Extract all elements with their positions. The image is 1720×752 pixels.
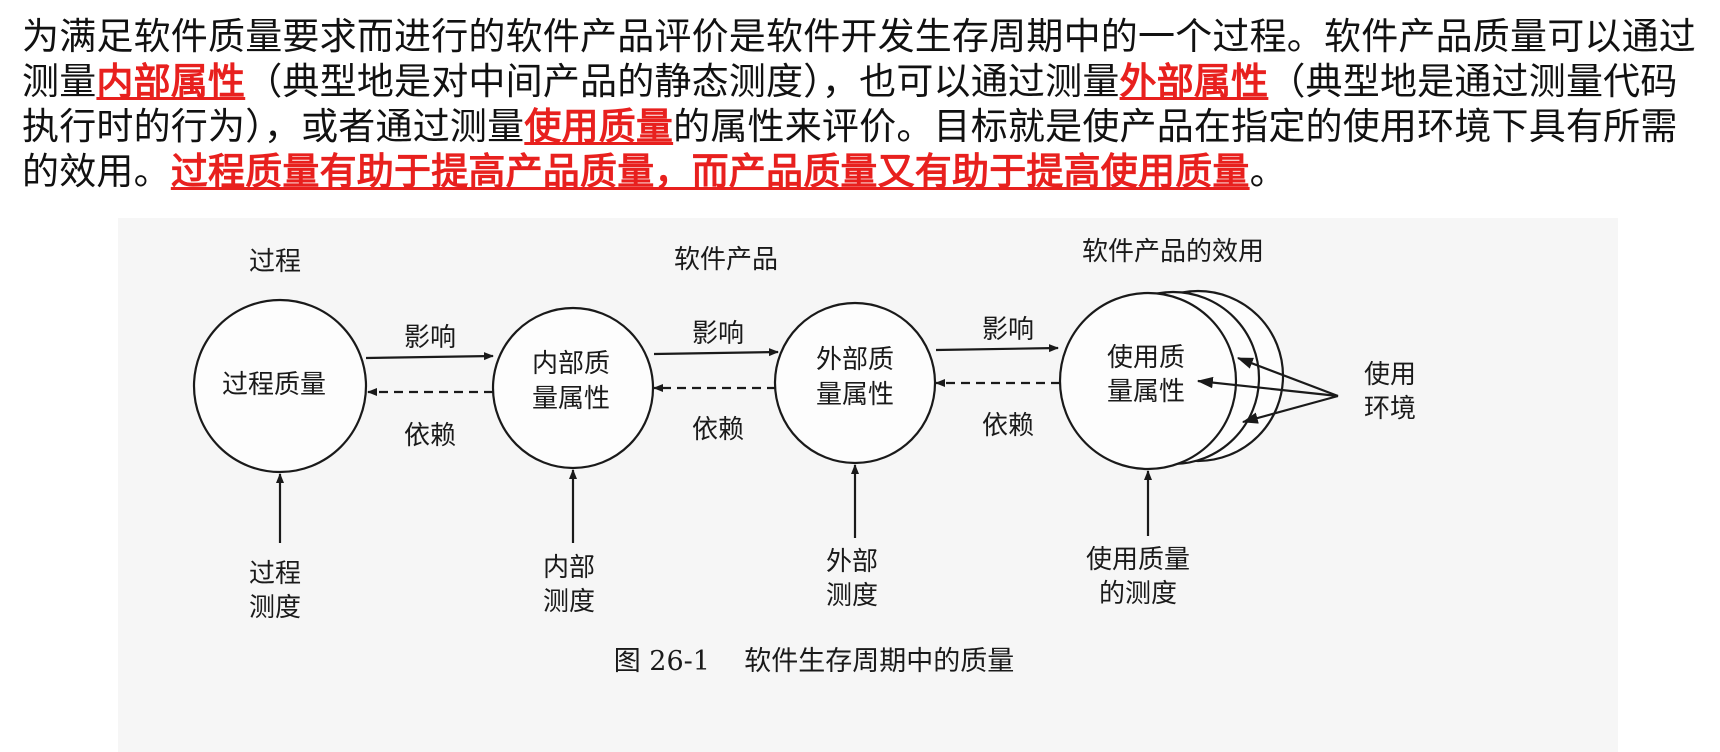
para-text-1: 为满足软件质量要求而进行的软件产品评价是软件开发生存周期中的一个过程。软件产品质… [22,15,1696,103]
quality-diagram: 过程 软件产品 软件产品的效用 过程质量 内部质 量属性 外部质 量属性 使用质… [192,237,1416,677]
node-internal-line2: 量属性 [532,384,610,414]
header-software-product: 软件产品 [674,245,778,275]
node-process-quality: 过程质量 [222,370,326,400]
environment-line2: 环境 [1364,394,1416,424]
influence-arrow-2 [653,348,779,357]
node-external-line2: 量属性 [816,380,894,410]
para-text-2: （典型地是对中间产品的静态测度），也可以通过测量 [245,60,1120,103]
header-product-effect: 软件产品的效用 [1082,237,1264,267]
highlight-external-attributes: 外部属性 [1119,60,1269,103]
highlight-conclusion: 过程质量有助于提高产品质量，而产品质量又有助于提高使用质量 [170,150,1250,193]
node-use-line2: 量属性 [1107,377,1185,407]
use-quality-circle [1058,291,1238,471]
measure-external-line2: 测度 [826,581,878,611]
env-arrow-2 [1196,376,1339,398]
process-quality-circle [192,298,368,474]
para-text-5: 。 [1249,150,1287,193]
header-process: 过程 [249,247,301,277]
measure-process-line2: 测度 [249,593,301,623]
measure-use-line2: 的测度 [1099,579,1177,609]
measure-use-line1: 使用质量 [1086,545,1190,575]
influence-label-2: 影响 [692,319,744,349]
para-text-4: 的属性来评价。目标就是使产品在指定的使用环境下具有所需的效用。 [22,105,1678,193]
influence-label-1: 影响 [404,323,456,353]
highlight-quality-in-use: 使用质量 [524,105,674,148]
quality-lifecycle-figure: 过程 软件产品 软件产品的效用 过程质量 内部质 量属性 外部质 量属性 使用质… [118,218,1618,752]
influence-arrow-1 [365,352,494,361]
env-arrow-3 [1241,394,1339,424]
para-text-3: （典型地是通过测量代码执行时的行为），或者通过测量 [22,60,1678,148]
intro-paragraph: 为满足软件质量要求而进行的软件产品评价是软件开发生存周期中的一个过程。软件产品质… [22,14,1702,194]
measure-internal-line2: 测度 [543,587,595,617]
depend-label-1: 依赖 [404,421,456,451]
environment-line1: 使用 [1364,360,1416,390]
measure-process-line1: 过程 [249,559,301,589]
measure-internal-line1: 内部 [543,553,595,583]
env-arrow-1 [1236,356,1339,398]
depend-label-2: 依赖 [692,415,744,445]
highlight-internal-attributes: 内部属性 [96,60,246,103]
figure-caption: 图 26-1 软件生存周期中的质量 [614,646,1015,677]
influence-label-3: 影响 [982,315,1034,345]
node-external-line1: 外部质 [816,345,894,375]
node-internal-line1: 内部质 [532,349,610,379]
depend-label-3: 依赖 [982,411,1034,441]
node-use-line1: 使用质 [1107,343,1185,373]
measure-external-line1: 外部 [826,547,878,577]
influence-arrow-3 [935,344,1059,353]
